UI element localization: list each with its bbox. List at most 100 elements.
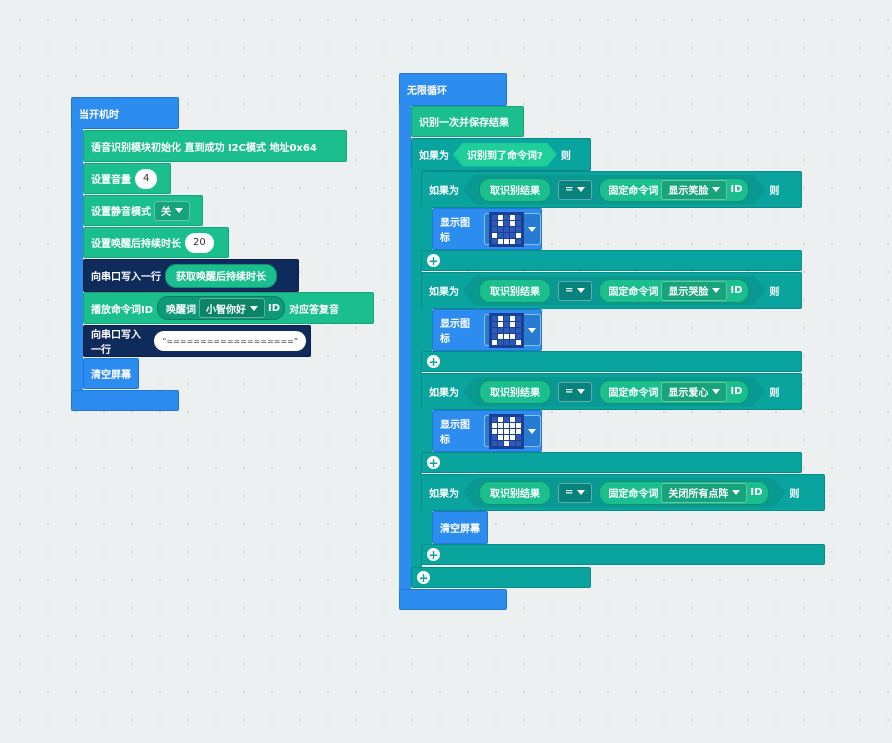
led-pixel: [504, 315, 509, 321]
outer-if-block[interactable]: 如果为 识别到了命令词? 则: [411, 138, 591, 171]
led-pixel: [504, 434, 509, 440]
led-pixel: [510, 440, 515, 446]
show-icon-block-2[interactable]: 显示图标: [432, 309, 542, 351]
forever-hat-block[interactable]: 无限循环: [399, 73, 507, 106]
cmd-dropdown-3[interactable]: 显示爱心: [661, 382, 727, 402]
show-icon-label-3: 显示图标: [440, 420, 470, 446]
serial-write-line-block-1[interactable]: 向串口写入一行 获取唤醒后持续时长: [83, 259, 299, 292]
set-wake-duration-block[interactable]: 设置唤醒后持续时长 20: [83, 227, 229, 258]
led-pixel: [510, 214, 515, 220]
led-pixel: [504, 232, 509, 238]
show-icon-label-2: 显示图标: [440, 319, 470, 345]
if-sad-block[interactable]: 如果为 取识别结果 = 固定命令词 显示哭脸 ID 则: [421, 272, 802, 309]
clear-screen-block-2[interactable]: 清空屏幕: [432, 511, 488, 544]
show-icon-block-3[interactable]: 显示图标: [432, 410, 542, 452]
if-smile-then: 则: [769, 186, 780, 197]
led-pixel: [498, 321, 503, 327]
op-dropdown-1[interactable]: =: [558, 180, 592, 200]
led-pixel: [516, 232, 521, 238]
fixed-command-reporter-4[interactable]: 固定命令词 关闭所有点阵 ID: [599, 481, 769, 505]
mute-value: 关: [161, 207, 171, 218]
cmd-value-1: 显示笑脸: [668, 186, 709, 197]
compare-clear[interactable]: 取识别结果 = 固定命令词 关闭所有点阵 ID: [463, 478, 785, 508]
serial-write-line-block-2[interactable]: 向串口写入一行 “===================”: [83, 325, 311, 357]
led-pixel: [498, 226, 503, 232]
get-wake-duration-reporter[interactable]: 获取唤醒后持续时长: [165, 263, 277, 288]
outer-if-add-icon[interactable]: +: [417, 570, 430, 585]
compare-smile[interactable]: 取识别结果 = 固定命令词 显示笑脸 ID: [463, 175, 765, 205]
led-pixel: [492, 315, 497, 321]
play-command-label: 播放命令词ID: [91, 304, 154, 316]
recognized-command-condition[interactable]: 识别到了命令词?: [453, 143, 557, 167]
if-clear-add-icon[interactable]: +: [427, 547, 440, 562]
led-pixel: [516, 220, 521, 226]
wake-word-reporter[interactable]: 唤醒词 小智你好 ID: [157, 296, 286, 320]
fixed-command-reporter-3[interactable]: 固定命令词 显示爱心 ID: [599, 380, 749, 404]
on-start-footer: [71, 390, 179, 411]
if-sad-label: 如果为: [429, 287, 459, 298]
icon-dropdown-2[interactable]: [484, 312, 541, 348]
if-clear-block[interactable]: 如果为 取识别结果 = 固定命令词 关闭所有点阵 ID 则: [421, 474, 825, 511]
if-smile-arm: [421, 207, 432, 253]
get-result-reporter-1[interactable]: 取识别结果: [479, 178, 551, 202]
led-pixel: [492, 428, 497, 434]
led-pixel: [510, 428, 515, 434]
led-pixel: [498, 238, 503, 244]
led-pixel: [504, 339, 509, 345]
set-volume-block[interactable]: 设置音量 4: [83, 163, 171, 194]
show-icon-block-1[interactable]: 显示图标: [432, 208, 542, 250]
cmd-dropdown-1[interactable]: 显示笑脸: [661, 180, 727, 200]
if-heart-block[interactable]: 如果为 取识别结果 = 固定命令词 显示爱心 ID 则: [421, 373, 802, 410]
on-start-label: 当开机时: [79, 109, 119, 121]
serial-string-input[interactable]: “===================”: [154, 331, 306, 351]
fixed-command-reporter-1[interactable]: 固定命令词 显示笑脸 ID: [599, 178, 749, 202]
led-pixel: [504, 416, 509, 422]
if-sad-add-icon[interactable]: +: [427, 354, 440, 369]
icon-dropdown-3[interactable]: [484, 413, 541, 449]
set-mute-block[interactable]: 设置静音模式 关: [83, 195, 203, 226]
wake-duration-input[interactable]: 20: [185, 232, 214, 253]
compare-sad[interactable]: 取识别结果 = 固定命令词 显示哭脸 ID: [463, 276, 765, 306]
op-dropdown-3[interactable]: =: [558, 382, 592, 402]
set-wake-duration-label: 设置唤醒后持续时长: [91, 239, 181, 250]
mute-dropdown[interactable]: 关: [154, 200, 190, 221]
clear-screen-block[interactable]: 清空屏幕: [83, 358, 139, 389]
if-clear-arm: [421, 510, 432, 548]
if-sad-footer: [421, 351, 802, 372]
get-result-reporter-4[interactable]: 取识别结果: [479, 481, 551, 505]
fixed-command-reporter-2[interactable]: 固定命令词 显示哭脸 ID: [599, 279, 749, 303]
wake-word-dropdown[interactable]: 小智你好: [199, 298, 266, 318]
cmd-value-4: 关闭所有点阵: [668, 489, 729, 500]
chevron-down-icon: [732, 490, 740, 495]
cmd-dropdown-2[interactable]: 显示哭脸: [661, 281, 727, 301]
volume-input[interactable]: 4: [135, 168, 158, 189]
chevron-down-icon: [528, 327, 536, 333]
get-result-reporter-3[interactable]: 取识别结果: [479, 380, 551, 404]
if-smile-block[interactable]: 如果为 取识别结果 = 固定命令词 显示笑脸 ID 则: [421, 171, 802, 208]
play-command-block[interactable]: 播放命令词ID 唤醒词 小智你好 ID 对应答复音: [83, 292, 374, 324]
if-heart-add-icon[interactable]: +: [427, 455, 440, 470]
led-pixel: [516, 434, 521, 440]
compare-heart[interactable]: 取识别结果 = 固定命令词 显示爱心 ID: [463, 377, 765, 407]
fixed-command-label-3: 固定命令词: [608, 388, 659, 399]
voice-init-block[interactable]: 语音识别模块初始化 直到成功 I2C模式 地址0x64: [83, 130, 347, 162]
on-start-hat-block[interactable]: 当开机时: [71, 97, 179, 129]
wake-word-id-label: ID: [268, 302, 281, 314]
icon-dropdown-1[interactable]: [484, 211, 541, 247]
if-heart-arm: [421, 409, 432, 455]
op-dropdown-2[interactable]: =: [558, 281, 592, 301]
led-pixel: [498, 232, 503, 238]
op-value-4: =: [565, 487, 574, 498]
led-pixel: [516, 333, 521, 339]
if-smile-footer: [421, 250, 802, 271]
chevron-down-icon: [528, 428, 536, 434]
recognize-once-block[interactable]: 识别一次并保存结果: [411, 106, 524, 137]
led-pixel: [492, 440, 497, 446]
cmd-dropdown-4[interactable]: 关闭所有点阵: [661, 483, 747, 503]
led-pixel: [510, 434, 515, 440]
op-dropdown-4[interactable]: =: [558, 483, 592, 503]
serial-write-label-1: 向串口写入一行: [91, 272, 161, 283]
led-pixel: [498, 333, 503, 339]
if-smile-add-icon[interactable]: +: [427, 253, 440, 268]
get-result-reporter-2[interactable]: 取识别结果: [479, 279, 551, 303]
